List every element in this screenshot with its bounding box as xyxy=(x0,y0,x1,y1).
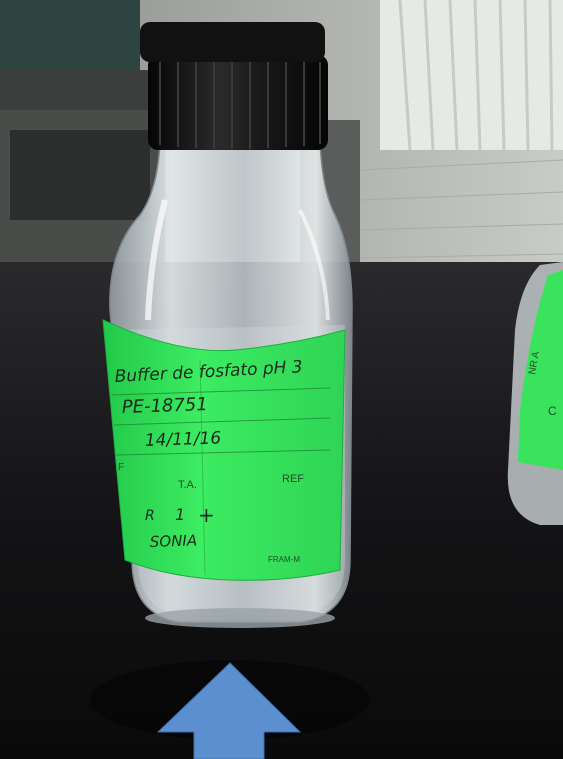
second-label-text: NR A xyxy=(527,350,542,375)
label-date-text: 14/11/16 xyxy=(144,428,221,451)
label-side-letter: F xyxy=(118,462,124,473)
label-r-marker: R xyxy=(145,508,155,524)
background-blinds xyxy=(380,0,563,151)
main-bottle: Buffer de fosfato pH 3 PE-18751 14/11/16… xyxy=(102,22,353,628)
bottle-cap xyxy=(148,55,328,150)
label-tick: + xyxy=(198,503,215,527)
bottle-label xyxy=(102,319,346,581)
background-bricks xyxy=(359,159,563,259)
label-ref-heading: REF xyxy=(282,473,304,485)
background-equipment xyxy=(0,0,140,70)
second-label-letter: C xyxy=(548,404,557,418)
label-code-text: PE-18751 xyxy=(121,394,208,418)
label-number: 1 xyxy=(175,505,185,524)
upward-arrow-icon xyxy=(156,662,302,759)
second-bottle: NR A C xyxy=(507,262,563,525)
bottle-cap-top xyxy=(140,22,325,62)
label-signature: SONIA xyxy=(150,531,198,551)
label-ta-heading: T.A. xyxy=(178,479,197,491)
label-brand: FRAM-M xyxy=(268,555,300,564)
